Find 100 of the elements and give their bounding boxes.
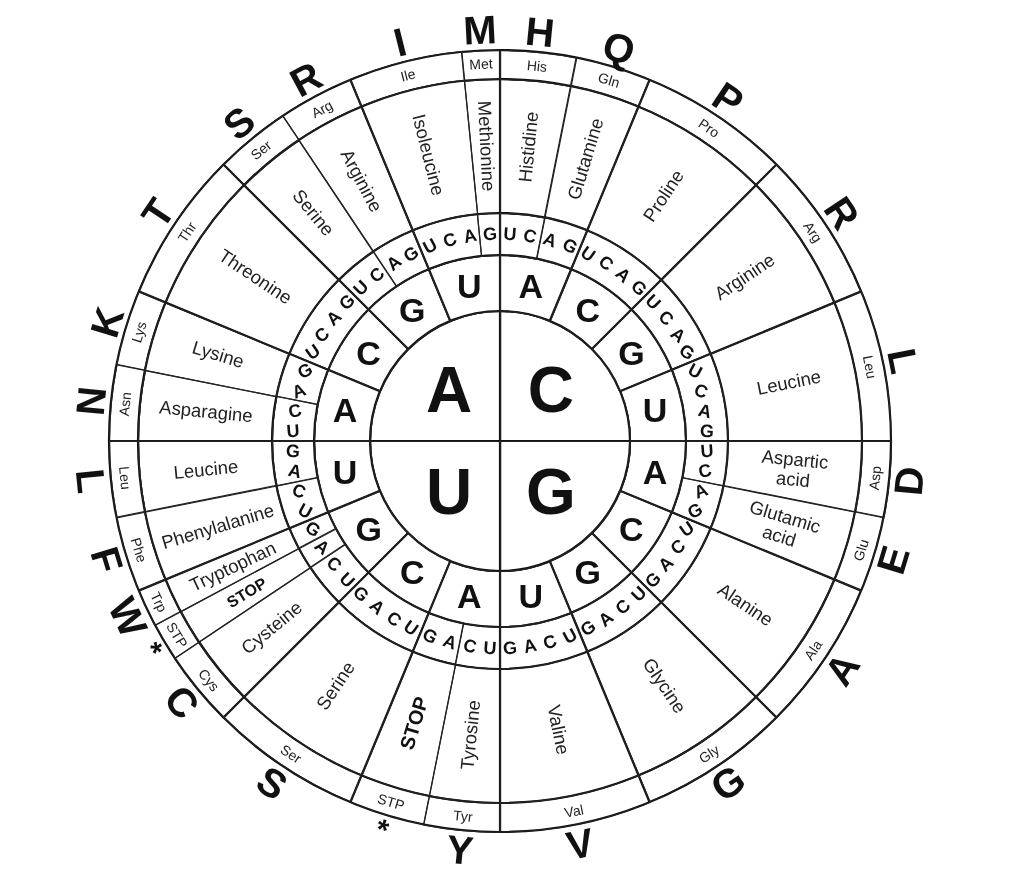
base-letter: G xyxy=(559,234,581,258)
amino-acid-name: Leucine xyxy=(173,457,240,483)
base-letter: C xyxy=(286,400,304,421)
amino-acid-abbreviation: Lys xyxy=(129,319,149,344)
base-letter: U xyxy=(518,578,544,613)
wheel-segment xyxy=(312,439,382,514)
wheel-segment xyxy=(498,48,578,88)
amino-acid-abbreviation: Cys xyxy=(195,666,222,694)
amino-acid-code: N xyxy=(69,384,113,418)
wheel-segment xyxy=(136,368,278,443)
base-letter: U xyxy=(578,242,599,265)
base-letter: C xyxy=(356,336,381,371)
base-letter: G xyxy=(355,511,382,546)
amino-acid-name: Lysine xyxy=(189,338,246,372)
amino-acid-abbreviation: Pro xyxy=(696,115,723,140)
base-letter: G xyxy=(399,292,426,327)
wheel-segment xyxy=(427,253,502,323)
base-letter: C xyxy=(541,631,560,653)
amino-acid-name: Isoleucine xyxy=(409,112,448,198)
base-letter: U xyxy=(425,459,473,524)
amino-acid-abbreviation: Leu xyxy=(116,465,133,491)
base-letter: U xyxy=(503,224,518,244)
amino-acid-abbreviation: Gly xyxy=(696,742,723,767)
base-letter: U xyxy=(642,393,668,428)
base-letter: U xyxy=(482,638,497,658)
amino-acid-name: Histidine xyxy=(516,111,542,184)
amino-acid-code: F xyxy=(84,542,130,578)
amino-acid-name: Valine xyxy=(543,703,572,757)
wheel-segment xyxy=(618,439,688,514)
base-letter: C xyxy=(399,555,425,590)
base-letter: A xyxy=(522,635,539,656)
wheel-segment xyxy=(312,368,382,443)
base-letter: A xyxy=(540,229,560,251)
amino-acid-code: H xyxy=(523,10,557,54)
base-letter: A xyxy=(286,461,304,482)
amino-acid-code: K xyxy=(83,302,130,342)
base-letter: C xyxy=(461,635,478,656)
base-letter: A xyxy=(642,454,668,489)
base-letter: G xyxy=(699,421,715,441)
base-letter: A xyxy=(518,269,544,304)
base-letter: A xyxy=(332,393,358,428)
wheel-segment xyxy=(463,77,502,216)
base-letter: G xyxy=(482,224,498,244)
wheel-segment xyxy=(422,794,502,834)
wheel-segment xyxy=(107,439,147,519)
base-letter: U xyxy=(559,624,580,647)
amino-acid-abbreviation: Ser xyxy=(247,137,274,162)
base-letter: G xyxy=(502,638,518,658)
base-letter: A xyxy=(691,480,711,502)
base-letter: G xyxy=(285,441,301,461)
base-letter: C xyxy=(365,263,388,286)
base-letter: C xyxy=(522,226,539,247)
amino-acid-abbreviation: Met xyxy=(469,56,494,72)
base-letter: A xyxy=(461,226,478,247)
base-letter: A xyxy=(456,578,482,613)
base-letter: A xyxy=(696,400,714,421)
amino-acid-code: L xyxy=(881,344,926,377)
wheel-segment xyxy=(454,621,502,671)
wheel-segment xyxy=(427,559,502,629)
base-letter: G xyxy=(577,616,600,640)
amino-acid-name: Leucine xyxy=(755,368,823,399)
amino-acid-abbreviation: STP xyxy=(375,791,406,813)
base-letter: U xyxy=(456,269,482,304)
amino-acid-abbreviation: His xyxy=(526,57,548,74)
wheel-segment xyxy=(853,439,893,519)
base-letter: G xyxy=(526,459,576,524)
wheel-segment xyxy=(618,368,688,443)
base-letter: G xyxy=(618,336,645,371)
amino-acid-code: * xyxy=(372,813,393,846)
amino-acid-name: Tyrosine xyxy=(458,698,484,771)
amino-acid-code: Y xyxy=(444,828,475,872)
base-letter: C xyxy=(440,229,459,251)
base-letter: U xyxy=(332,454,358,489)
base-letter: C xyxy=(575,292,601,327)
base-letter: C xyxy=(527,358,574,423)
base-letter: A xyxy=(440,631,459,653)
amino-acid-abbreviation: Trp xyxy=(148,589,170,615)
amino-acid-code: D xyxy=(887,464,931,498)
amino-acid-abbreviation: Phe xyxy=(128,536,150,565)
base-letter: A xyxy=(425,358,473,423)
amino-acid-abbreviation: Asp xyxy=(867,465,884,491)
amino-acid-code: E xyxy=(870,541,917,579)
amino-acid-code: M xyxy=(462,9,498,52)
amino-acid-name: Asparagine xyxy=(158,398,254,426)
amino-acid-abbreviation: Tyr xyxy=(452,808,474,825)
amino-acid-abbreviation: Ser xyxy=(277,742,304,767)
amino-acid-name: STOP xyxy=(396,694,432,753)
amino-acid-abbreviation: Glu xyxy=(850,537,871,563)
amino-acid-code: I xyxy=(389,21,411,64)
base-letter: C xyxy=(289,480,309,502)
wheel-segment xyxy=(476,211,502,258)
base-letter: C xyxy=(619,511,644,546)
wheel-segment xyxy=(498,253,573,323)
amino-acid-abbreviation: Asn xyxy=(116,391,133,417)
wheel-segment xyxy=(427,663,502,805)
amino-acid-abbreviation: Ala xyxy=(802,638,825,663)
amino-acid-abbreviation: Val xyxy=(562,802,585,820)
wheel-segment xyxy=(498,559,573,629)
amino-acid-code: Q xyxy=(598,24,640,72)
amino-acid-name: Aspartic acid xyxy=(759,444,830,494)
